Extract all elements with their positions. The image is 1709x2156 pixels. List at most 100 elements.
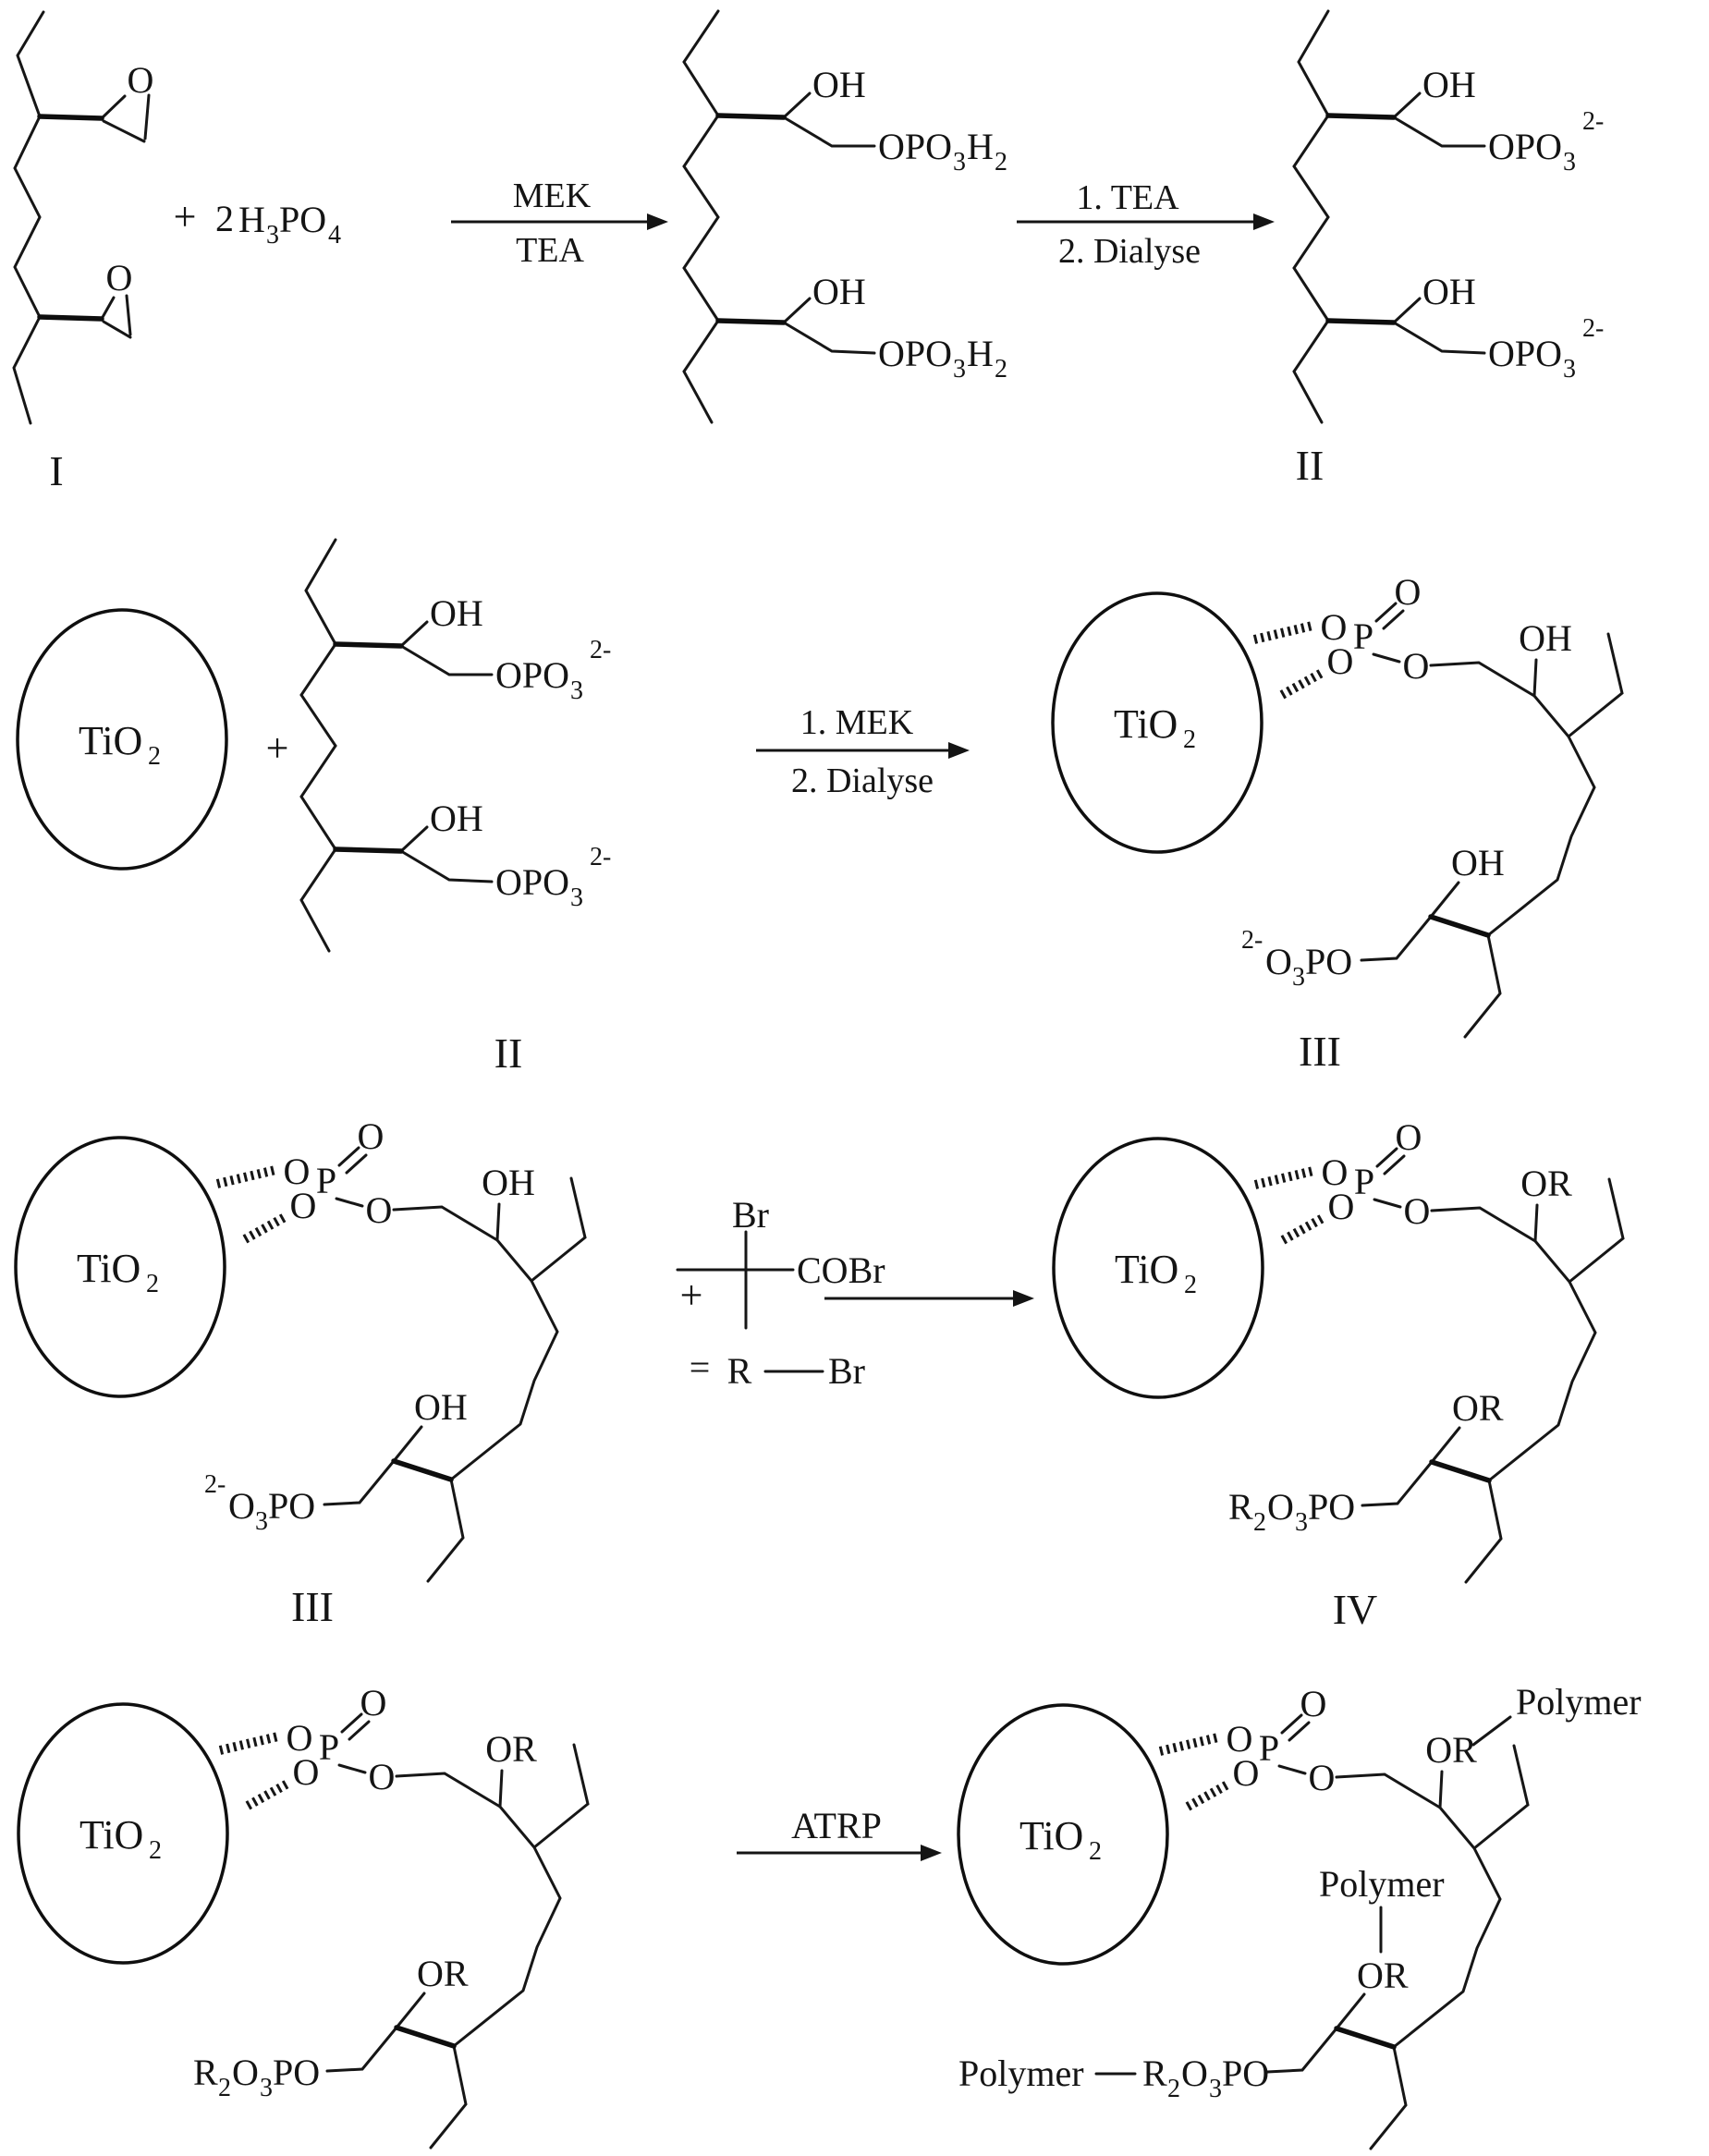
phosphoryl-oxygen-label: O	[1300, 1683, 1327, 1724]
row2: TiO 2 + OH OPO 3 2- OH OPO 3 2- II 1. ME…	[16, 538, 1624, 1077]
phosphate-O: O	[1265, 941, 1292, 982]
surface-oxygen-label: O	[1227, 1718, 1253, 1760]
tio2-label: TiO	[79, 1812, 143, 1858]
phosphorus-label: P	[1259, 1727, 1279, 1769]
bond-lines	[323, 1146, 587, 1583]
bromine-label: Br	[732, 1194, 769, 1236]
arrow-step3: 1. MEK 2. Dialyse	[756, 703, 970, 800]
nanoparticle-circle	[1052, 1137, 1264, 1399]
phosphoryl-oxygen-label: O	[358, 1115, 385, 1157]
phosphate-H: H	[967, 126, 994, 167]
arrowhead	[948, 742, 970, 759]
phosphate-sub3: 3	[1209, 2075, 1222, 2103]
bond-lines	[325, 1712, 590, 2150]
formula-sub3: 3	[266, 221, 279, 250]
arrowhead	[647, 213, 668, 230]
plus-sign: +	[174, 194, 197, 239]
phosphate-charge: 2-	[1582, 107, 1604, 136]
polymer-label: Polymer	[958, 2052, 1084, 2094]
compound-II-reactant: OH OPO 3 2- OH OPO 3 2- II	[299, 538, 611, 1077]
hydroxyl-label: OH	[1422, 271, 1476, 312]
hydroxyl-label: OH	[430, 798, 483, 839]
phosphate-sub2: 2	[995, 148, 1007, 177]
phosphate-R: R	[1142, 2052, 1167, 2094]
phosphoric-acid-formula: + 2 H 3 PO 4	[174, 194, 341, 250]
hydroxyl-label: OH	[1422, 64, 1476, 105]
phosphate-PO: PO	[268, 1485, 315, 1527]
tio2-label: TiO	[1114, 701, 1178, 747]
surface-oxygen-label: O	[1322, 1151, 1349, 1193]
or-ester-label: OR	[1357, 1955, 1409, 1996]
arrow-caption-above: 1. MEK	[800, 703, 914, 742]
tio2-sub2: 2	[148, 742, 161, 771]
phosphate-sub3: 3	[1295, 1508, 1308, 1537]
compound-label-III: III	[1299, 1028, 1341, 1075]
phosphate-sub2: 2	[1167, 2075, 1180, 2103]
formula-PO: PO	[279, 199, 326, 240]
tio2-sub2: 2	[1183, 725, 1196, 754]
surface-oxygen-label: O	[293, 1751, 320, 1793]
or-ester-label: OR	[1425, 1729, 1477, 1771]
plus-sign: +	[680, 1273, 703, 1318]
arrow-caption-below: 2. Dialyse	[791, 761, 934, 800]
compound-label-I: I	[49, 447, 63, 494]
phosphorus-label: P	[316, 1160, 336, 1201]
surface-oxygen-label: O	[287, 1717, 313, 1759]
surface-hashed-bonds	[218, 1732, 292, 1810]
phosphate-PO: PO	[273, 2052, 320, 2093]
phosphate-sub3: 3	[953, 148, 966, 177]
polymer-label: Polymer	[1516, 1681, 1642, 1723]
phosphate-sub3: 3	[255, 1507, 268, 1536]
arrowhead	[1253, 213, 1275, 230]
surface-hashed-bonds	[1158, 1733, 1232, 1811]
ester-oxygen-label: O	[1403, 645, 1430, 687]
surface-oxygen-label: O	[1233, 1752, 1260, 1794]
compound-III-reactant: TiO 2 O O P O O OH OH 2- O 3 PO III	[14, 1115, 587, 1630]
phosphoryl-oxygen-label: O	[360, 1682, 387, 1724]
phosphate-sub3: 3	[1292, 963, 1305, 992]
phosphate-OPO: OPO	[495, 861, 569, 903]
bold-bonds	[37, 114, 104, 322]
hydroxyl-label: OH	[1519, 617, 1572, 659]
atrp-initiator-reagent: + Br COBr = R Br	[676, 1194, 885, 1392]
arrow-step1: MEK TEA	[451, 177, 668, 270]
arrowhead	[921, 1845, 942, 1861]
phosphate-sub3: 3	[1563, 355, 1576, 384]
phosphate-sub2: 2	[995, 355, 1007, 384]
surface-hashed-bonds	[215, 1165, 289, 1244]
tio2-label: TiO	[77, 1246, 140, 1291]
phosphate-OPO: OPO	[495, 654, 569, 696]
row4: TiO 2 O O P O O OR OR R 2 O 3 PO ATRP	[17, 1681, 1642, 2150]
tio2-sub2: 2	[149, 1836, 162, 1865]
arrow-caption-below: 2. Dialyse	[1058, 232, 1201, 271]
bold-bonds	[1325, 113, 1397, 325]
ester-oxygen-label: O	[366, 1189, 393, 1231]
bond-lines	[12, 10, 151, 425]
ester-oxygen-label: O	[369, 1756, 396, 1797]
ester-oxygen-label: O	[1309, 1757, 1336, 1798]
phosphate-OPO: OPO	[878, 333, 952, 374]
phosphate-OPO: OPO	[1488, 333, 1562, 374]
nanoparticle-circle	[16, 608, 228, 871]
ester-oxygen-label: O	[1404, 1190, 1431, 1232]
phosphate-charge: 2-	[1241, 926, 1263, 955]
bromine-label: Br	[828, 1350, 865, 1392]
phosphorus-label: P	[1353, 615, 1373, 657]
phosphate-O: O	[1267, 1486, 1294, 1528]
tio2-label: TiO	[1019, 1813, 1083, 1858]
phosphate-sub3: 3	[260, 2074, 273, 2102]
r-group-label: R	[727, 1350, 752, 1392]
compound-label-II: II	[1296, 442, 1324, 489]
compound-label-II: II	[494, 1029, 523, 1077]
hydroxyl-label: OH	[812, 271, 866, 312]
or-ester-label: OR	[1452, 1387, 1504, 1429]
phosphate-charge: 2-	[204, 1470, 226, 1499]
phosphoryl-oxygen-label: O	[1395, 571, 1422, 613]
or-ester-label: OR	[1520, 1163, 1572, 1204]
nanoparticle-circle	[14, 1136, 226, 1398]
phosphate-O: O	[1181, 2052, 1208, 2094]
phosphate-sub3: 3	[570, 676, 583, 705]
surface-hashed-bonds	[1252, 621, 1326, 700]
polymer-grafted-product: TiO 2 O O P O O OR Polymer Polymer OR Po…	[957, 1681, 1642, 2150]
